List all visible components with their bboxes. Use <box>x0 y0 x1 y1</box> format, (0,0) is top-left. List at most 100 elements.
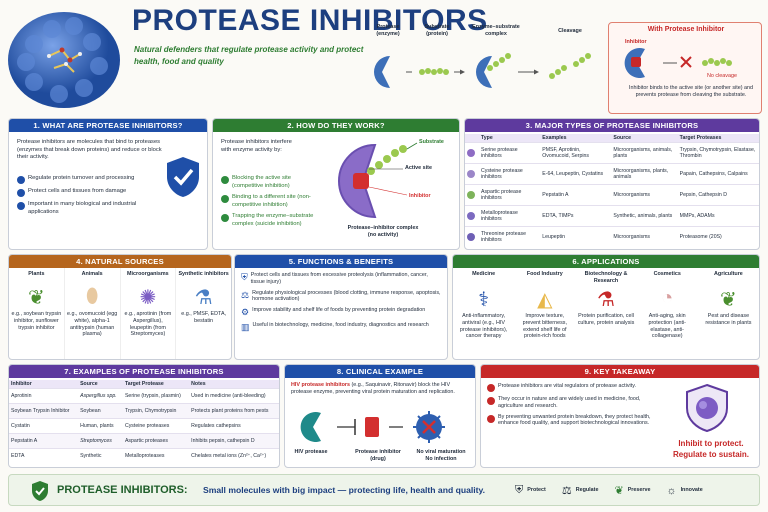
protease-type-icon <box>467 212 475 221</box>
application-column: Food Industry◭Improve texture, prevent b… <box>514 268 575 359</box>
check-icon <box>17 202 25 210</box>
table-cell: Microorganisms, animals, plants <box>613 147 673 160</box>
application-name: Biotechnology & Research <box>584 271 628 284</box>
no-cleavage-label: No cleavage <box>707 73 737 79</box>
leaf-icon: ❦ <box>27 287 45 309</box>
table-cell: Microorganisms <box>613 192 651 199</box>
section-5-title: 5. FUNCTIONS & BENEFITS <box>235 255 447 268</box>
application-column: Agriculture❦Pest and disease resistance … <box>698 268 759 359</box>
section-2-list: Blocking the active site (competitive in… <box>221 175 321 232</box>
list-item: They occur in nature and are widely used… <box>498 396 641 409</box>
table-cell: Pepsin, Cathepsin D <box>679 192 727 199</box>
table-cell: Protects plant proteins from pests <box>191 408 269 415</box>
table-cell: Cystatin <box>11 423 30 430</box>
section-major-types: 3. MAJOR TYPES OF PROTEASE INHIBITORS Ty… <box>464 118 760 250</box>
application-column: Cosmetics◔Anti-aging, skin protection (a… <box>637 268 698 359</box>
section-how-work: 2. HOW DO THEY WORK? Protease inhibitors… <box>212 118 460 250</box>
section-2-intro: Protease inhibitors interfere with enzym… <box>221 139 292 153</box>
flask-icon: ⚗ <box>194 287 213 309</box>
footer-actions: ⛨Protect ⚖Regulate ❦Preserve ☼Innovate <box>515 484 703 497</box>
substrate-label: Substrate (protein) <box>424 24 450 37</box>
list-item: Important in many biological and industr… <box>28 201 137 215</box>
slogan-2: Regulate to sustain. <box>672 450 749 459</box>
pill-bottle-icon: ⚕ <box>478 289 490 311</box>
table-cell: Regulates cathepsins <box>191 423 241 430</box>
table-cell: Inhibits pepsin, cathepsin D <box>191 438 255 445</box>
table-cell: Human, plants <box>80 423 114 430</box>
cleavage-label: Cleavage <box>558 28 582 34</box>
test-tubes-icon: ⚗ <box>597 289 615 311</box>
source-text: e.g., aprotinin (from Aspergillus), leup… <box>124 311 172 338</box>
source-text: e.g., ovomucoid (egg white), alpha-1 ant… <box>66 311 118 338</box>
shield-check-icon <box>32 481 48 501</box>
table-cell: Aspartic protease inhibitors <box>481 189 522 202</box>
source-column: Animals⬮e.g., ovomucoid (egg white), alp… <box>65 268 121 359</box>
application-column: Medicine⚕Anti-inflammatory, antiviral (e… <box>453 268 514 359</box>
list-item: Useful in biotechnology, medicine, food … <box>252 322 429 328</box>
chart-icon: ▥ <box>241 322 250 332</box>
footer-action-label: Preserve <box>627 487 651 494</box>
protease-type-icon <box>467 149 475 158</box>
section-3-title: 3. MAJOR TYPES OF PROTEASE INHIBITORS <box>465 119 759 132</box>
application-text: Anti-aging, skin protection (anti-elasta… <box>648 313 686 340</box>
section-2-title: 2. HOW DO THEY WORK? <box>213 119 459 132</box>
hiv-protease-label: HIV protease <box>294 449 328 455</box>
check-icon <box>487 397 495 405</box>
table-cell: Aprotinin <box>11 393 32 400</box>
table-cell: Used in medicine (anti-bleeding) <box>191 393 266 400</box>
examples-table: Inhibitor Source Target Protease Notes A… <box>9 380 279 464</box>
list-item: Regulate physiological processes (blood … <box>252 289 441 303</box>
balance-icon: ⚖ <box>561 485 572 497</box>
table-cell: Soybean Trypsin Inhibitor <box>11 408 70 415</box>
active-site-label: Active site <box>405 165 432 171</box>
table-header: Source <box>80 381 98 387</box>
table-cell: Serine (trypsin, plasmin) <box>124 393 181 400</box>
with-inhibitor-title: With Protease Inhibitor <box>647 26 725 33</box>
inhibitor-label: Inhibitor <box>409 193 431 199</box>
table-cell: Microorganisms <box>613 234 651 241</box>
table-header: Target Proteases <box>679 135 722 141</box>
check-icon <box>487 414 495 423</box>
protease-type-icon <box>467 170 475 179</box>
application-text: Protein purification, cell culture, prot… <box>577 313 635 326</box>
protease-type-icon <box>467 191 475 200</box>
section-clinical: 8. CLINICAL EXAMPLE HIV protease inhibit… <box>284 364 476 468</box>
table-cell: Papain, Cathepsins, Calpains <box>679 171 748 178</box>
table-cell: Metalloprotease inhibitors <box>481 210 518 223</box>
no-infection-label: No viral maturation No infection <box>416 449 466 462</box>
table-cell: MMPs, ADAMs <box>679 213 715 220</box>
source-name: Synthetic inhibitors <box>178 271 229 277</box>
list-item: Improve stability and shelf life of food… <box>252 307 426 313</box>
table-cell: Metalloproteases <box>124 453 165 460</box>
table-cell: EDTA, TIMPs <box>542 213 574 220</box>
balance-icon: ⚖ <box>241 289 250 300</box>
shield-icon: ⛨ <box>241 272 248 282</box>
source-text: e.g., PMSF, EDTA, bestatin <box>181 311 227 324</box>
application-text: Improve texture, prevent bitterness, ext… <box>522 313 567 340</box>
table-cell: Serine protease inhibitors <box>481 147 518 160</box>
table-header: Type <box>481 135 493 141</box>
application-text: Anti-inflammatory, antiviral (e.g., HIV … <box>459 313 508 340</box>
footer-action-label: Innovate <box>680 487 703 494</box>
check-icon <box>221 176 229 184</box>
source-name: Animals <box>81 271 103 277</box>
hiv-protease-diagram <box>300 411 445 443</box>
section-1-title: 1. WHAT ARE PROTEASE INHIBITORS? <box>9 119 207 132</box>
complex-caption: Protease–inhibitor complex (no activity) <box>347 225 419 238</box>
table-header: Examples <box>542 135 567 141</box>
slogan-1: Inhibit to protect. <box>678 439 744 448</box>
page-subtitle: Natural defenders that regulate protease… <box>134 45 364 66</box>
table-cell: E-64, Leupeptin, Cystatins <box>542 171 604 178</box>
footer-text: Small molecules with big impact — protec… <box>203 485 486 495</box>
shield-check-icon <box>167 157 199 197</box>
table-cell: Threonine protease inhibitors <box>481 231 526 244</box>
table-header: Inhibitor <box>11 381 32 387</box>
application-name: Food Industry <box>526 271 563 277</box>
table-cell: Leupeptin <box>542 234 566 241</box>
